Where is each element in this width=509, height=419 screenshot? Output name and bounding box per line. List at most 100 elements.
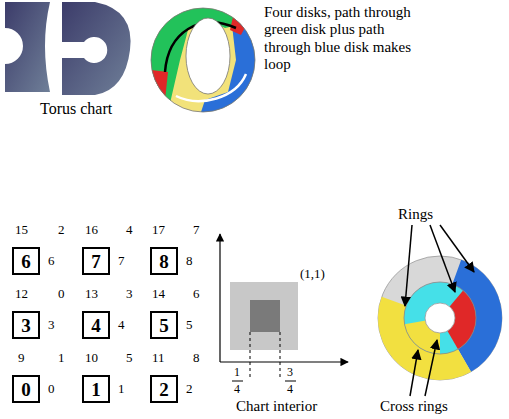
label-text: Four disks, path through green disk plus… (264, 4, 414, 73)
cell-number: 8 (193, 350, 200, 366)
fraction-digit: 1 (234, 365, 240, 380)
cell-number: 8 (186, 253, 193, 269)
label-text: 4 (118, 318, 125, 333)
cell-number: 7 (118, 253, 125, 269)
torus-rings (378, 256, 502, 380)
cell-number: 0 (48, 381, 55, 397)
cell-index: 7 (91, 252, 101, 271)
label-text: (1,1) (300, 267, 325, 282)
fraction-digit: 4 (287, 382, 293, 397)
label-text: 5 (186, 318, 193, 333)
label-text: 16 (85, 223, 98, 238)
cell-number: 1 (58, 350, 65, 366)
note-text: Four disks, path through green disk plus… (264, 4, 414, 73)
label-text: 1 (118, 382, 125, 397)
chart-shape (5, 2, 50, 92)
cell-number: 15 (15, 222, 28, 238)
label-text: Torus chart (40, 100, 112, 118)
cell-box: 5 (150, 311, 178, 339)
cell-number: 0 (58, 286, 65, 302)
cell-number: 6 (48, 253, 55, 269)
label-text: Chart interior (236, 398, 317, 415)
torus-disks (140, 0, 270, 120)
callout-text: Cross rings (380, 398, 448, 415)
label-text: 3 (126, 287, 133, 302)
cell-box: 3 (12, 311, 40, 339)
label-text: 8 (193, 351, 200, 366)
cell-number: 16 (85, 222, 98, 238)
label-text: 3 (287, 366, 293, 380)
cell-number: 6 (193, 286, 200, 302)
cell-number: 3 (48, 317, 55, 333)
cell-index: 1 (91, 380, 101, 399)
corner-coordinate: (1,1) (300, 266, 325, 282)
label-text: 2 (186, 382, 193, 397)
chart-shape (62, 2, 131, 95)
cell-index: 0 (21, 380, 31, 399)
label-text: 4 (234, 383, 240, 397)
cell-number: 4 (126, 222, 133, 238)
label-text: 4 (287, 383, 293, 397)
cell-index: 3 (21, 316, 31, 335)
label-text: 0 (58, 287, 65, 302)
label-text: 4 (126, 223, 133, 238)
cell-number: 1 (118, 381, 125, 397)
label-text: 1 (234, 366, 240, 380)
label-text: 17 (152, 223, 165, 238)
label-text: 10 (85, 351, 98, 366)
cell-index: 5 (159, 316, 169, 335)
cell-index: 6 (21, 252, 31, 271)
cell-number: 7 (193, 222, 200, 238)
fraction-digit: 3 (287, 365, 293, 380)
cell-number: 2 (58, 222, 65, 238)
label-text: 11 (152, 351, 165, 366)
cell-number: 17 (152, 222, 165, 238)
label-text: 12 (15, 287, 28, 302)
cell-number: 11 (152, 350, 165, 366)
cell-number: 13 (85, 286, 98, 302)
cell-number: 10 (85, 350, 98, 366)
cell-number: 12 (15, 286, 28, 302)
label-text: Rings (398, 206, 433, 223)
cell-index: 4 (91, 316, 101, 335)
label-text: 15 (15, 223, 28, 238)
cell-box: 2 (150, 375, 178, 403)
label-text: 2 (58, 223, 65, 238)
chart-caption: Torus chart (40, 100, 112, 118)
cell-box: 1 (82, 375, 110, 403)
cell-box: 0 (12, 375, 40, 403)
label-text: 7 (193, 223, 200, 238)
label-text: 6 (193, 287, 200, 302)
fraction-digit: 4 (234, 382, 240, 397)
chart-interior (220, 234, 348, 381)
label-text: 1 (58, 351, 65, 366)
label-text: 6 (48, 254, 55, 269)
cell-index: 2 (159, 380, 169, 399)
cell-box: 4 (82, 311, 110, 339)
cell-number: 3 (126, 286, 133, 302)
cell-number: 9 (18, 350, 25, 366)
cell-number: 2 (186, 381, 193, 397)
cell-box: 8 (150, 247, 178, 275)
leader-arrow (405, 225, 474, 396)
cell-number: 4 (118, 317, 125, 333)
cell-number: 5 (126, 350, 133, 366)
torus-outline (151, 8, 255, 112)
label-text: 3 (48, 318, 55, 333)
label-text: 7 (118, 254, 125, 269)
label-text: 5 (126, 351, 133, 366)
label-text: 14 (152, 287, 165, 302)
label-text: Cross rings (380, 398, 448, 415)
cell-index: 8 (159, 252, 169, 271)
label-text: 8 (186, 254, 193, 269)
label-text: 13 (85, 287, 98, 302)
callout-text: Rings (398, 206, 433, 223)
label-text: 9 (18, 351, 25, 366)
cell-number: 14 (152, 286, 165, 302)
cell-box: 7 (82, 247, 110, 275)
label-text: 0 (48, 382, 55, 397)
cell-box: 6 (12, 247, 40, 275)
cell-number: 5 (186, 317, 193, 333)
chart-caption: Chart interior (236, 398, 317, 415)
